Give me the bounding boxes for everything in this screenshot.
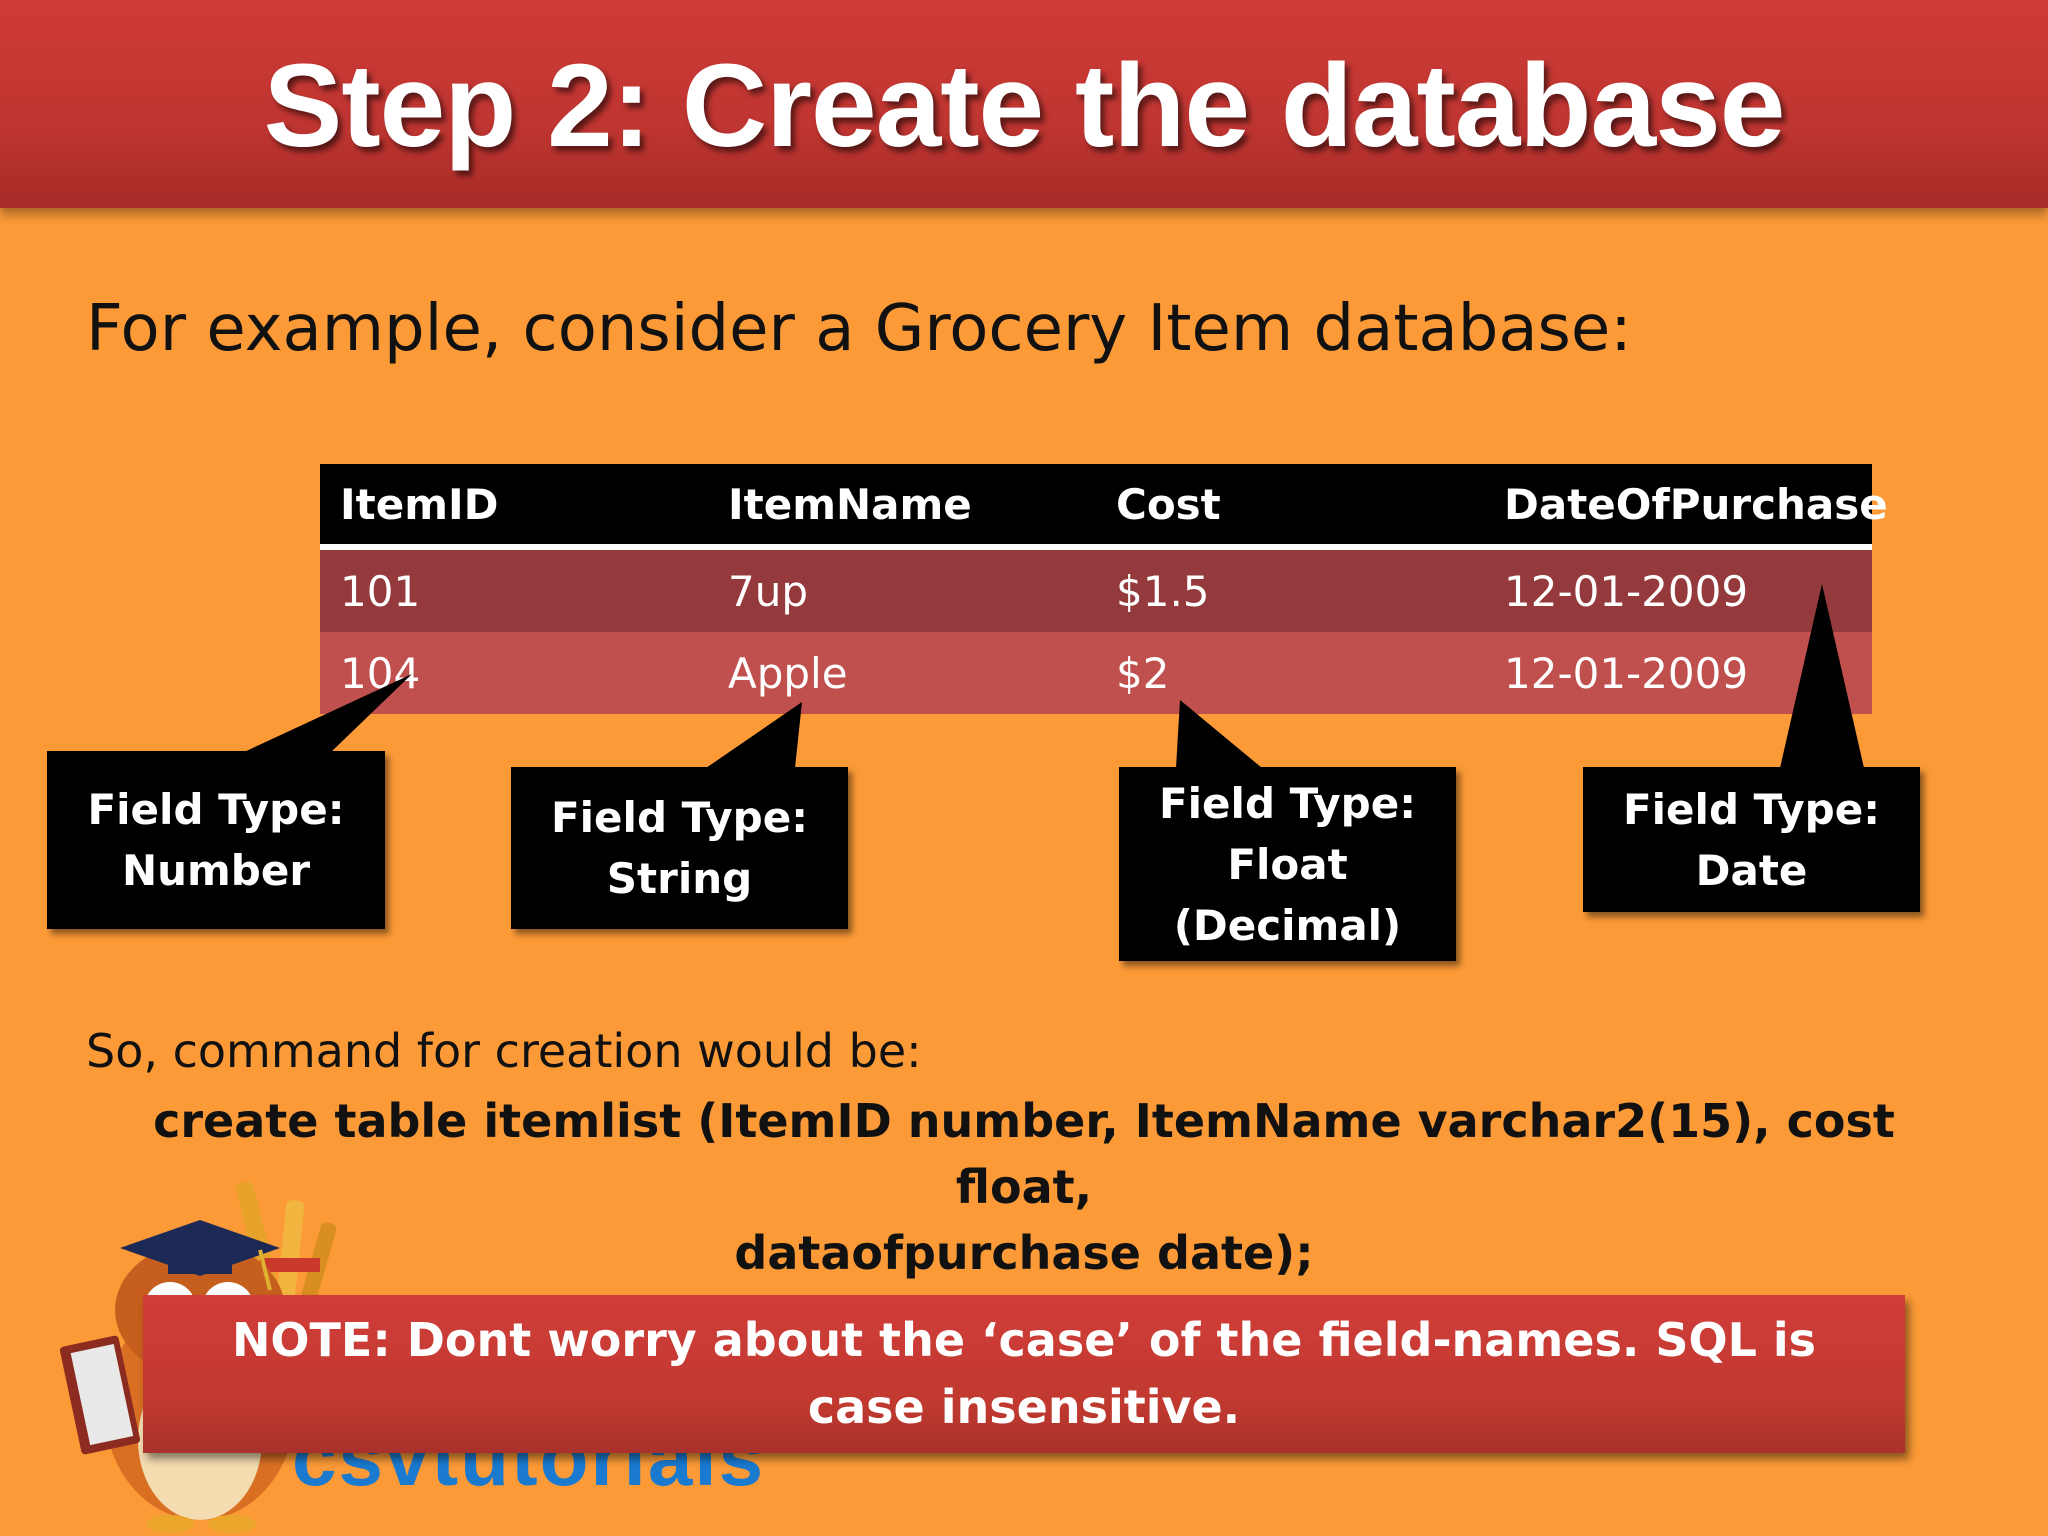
callout-pointer-date [1780,584,1864,768]
column-header: Cost [1116,479,1221,529]
callout-float: Field Type: Float (Decimal) [1119,767,1456,961]
callout-pointer-number [242,674,412,753]
table-cell: 7up [728,566,809,616]
table-cell: Apple [728,648,848,698]
table-row: 101 7up $1.5 12-01-2009 [320,550,1872,632]
table-cell: 12-01-2009 [1504,648,1749,698]
title-bar: Step 2: Create the database [0,0,2048,208]
table-cell: $1.5 [1116,566,1210,616]
column-header: ItemName [728,479,972,529]
slide-title: Step 2: Create the database [263,40,1786,172]
table-row: 104 Apple $2 12-01-2009 [320,632,1872,714]
callout-type: Number [121,846,311,895]
callout-label: Field Type: [1622,784,1881,834]
callout-pointers [242,584,1864,768]
callout-type-detail: (Decimal) [1173,900,1402,950]
callout-label: Field Type: [87,785,345,834]
table-cell: $2 [1116,648,1170,698]
callout-number: Field Type: Number [47,751,385,929]
callout-pointer-string [706,702,802,768]
table-cell: 101 [340,566,421,616]
callout-string: Field Type: String [511,767,848,929]
callout-date: Field Type: Date [1583,767,1920,912]
callout-type: Date [1695,845,1808,895]
sql-line: create table itemlist (ItemID number, It… [153,1094,1895,1214]
column-header: ItemID [340,479,499,529]
callout-type: String [606,854,753,903]
callout-label: Field Type: [550,793,809,842]
sql-command: create table itemlist (ItemID number, It… [100,1088,1948,1286]
command-intro: So, command for creation would be: [86,1024,922,1078]
callout-type: Float [1227,839,1348,889]
table-header-row: ItemID ItemName Cost DateOfPurchase [320,464,1888,550]
grocery-table: ItemID ItemName Cost DateOfPurchase 101 … [320,464,1888,714]
callout-pointer-float [1176,700,1262,768]
note-banner: NOTE: Dont worry about the ‘case’ of the… [143,1295,1905,1453]
intro-text: For example, consider a Grocery Item dat… [86,292,1632,366]
sql-line: dataofpurchase date); [734,1226,1314,1280]
table-cell: 12-01-2009 [1504,566,1749,616]
callout-label: Field Type: [1158,778,1417,828]
column-header: DateOfPurchase [1504,479,1888,529]
